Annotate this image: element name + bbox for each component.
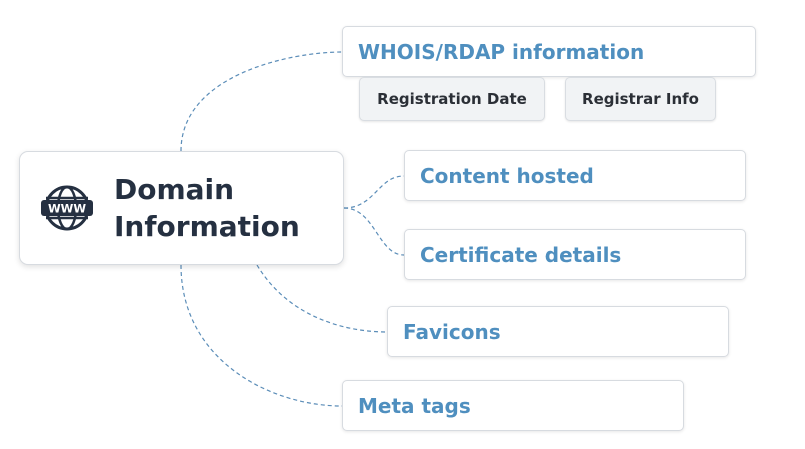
branch-favicons[interactable]: Favicons (387, 306, 729, 357)
root-title: Domain Information (114, 171, 300, 245)
connector-favicons (256, 264, 388, 333)
branch-label: Favicons (403, 319, 501, 344)
connector-certificate-details (343, 207, 405, 256)
sub-node-registration-date[interactable]: Registration Date (359, 77, 545, 121)
sub-node-label: Registration Date (377, 90, 527, 108)
sub-node-registrar-info[interactable]: Registrar Info (565, 77, 716, 121)
branch-certificate-details[interactable]: Certificate details (404, 229, 746, 280)
branch-meta-tags[interactable]: Meta tags (342, 380, 684, 431)
connector-content-hosted (343, 175, 405, 209)
www-globe-icon: WWW (41, 185, 93, 231)
branch-label: Certificate details (420, 242, 622, 267)
branch-label: Meta tags (358, 393, 471, 418)
connector-meta-tags (180, 264, 343, 407)
sub-node-label: Registrar Info (582, 90, 699, 108)
branch-whois-rdap-information[interactable]: WHOIS/RDAP information (342, 26, 756, 77)
branch-label: Content hosted (420, 163, 594, 188)
root-title-line-1: Domain (114, 173, 235, 206)
svg-text:WWW: WWW (48, 202, 86, 216)
root-title-line-2: Information (114, 210, 300, 243)
branch-label: WHOIS/RDAP information (358, 39, 645, 64)
root-node-domain-information[interactable]: WWW Domain Information (19, 151, 344, 265)
connector-whois (180, 51, 343, 152)
branch-content-hosted[interactable]: Content hosted (404, 150, 746, 201)
